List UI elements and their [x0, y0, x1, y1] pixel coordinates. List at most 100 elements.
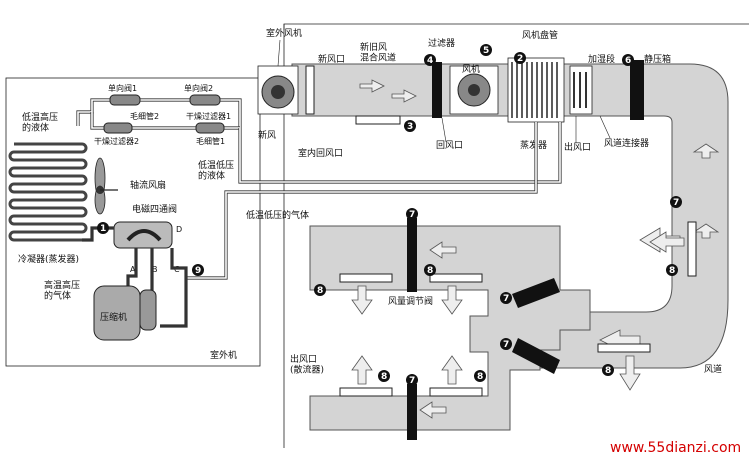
humidifier-section — [569, 65, 593, 115]
label-port-b: B — [152, 265, 158, 274]
marker-3: 3 — [404, 120, 416, 132]
label-fresh-air: 新风 — [258, 129, 276, 141]
label-mixing-duct: 新旧风混合风道 — [360, 41, 396, 63]
label-evaporator: 蒸发器 — [520, 139, 547, 151]
marker-2: 2 — [514, 52, 526, 64]
duct-outlet-grille-right — [687, 221, 697, 277]
damper-branch-lower — [512, 338, 560, 374]
marker-8-d-label: 8 — [477, 372, 483, 382]
marker-8-e: 8 — [602, 364, 614, 376]
marker-8-c-label: 8 — [381, 372, 387, 382]
label-axial-fan: 轴流风扇 — [130, 179, 166, 191]
pipe-second-inner — [91, 112, 240, 129]
marker-8-right-label: 8 — [669, 266, 675, 276]
fresh-air-inlet-grille — [305, 65, 315, 115]
label-humidifier: 加湿段 — [588, 53, 615, 65]
leader-outdoor-fan — [277, 39, 281, 67]
marker-5: 5 — [480, 44, 492, 56]
label-static-box: 静压箱 — [644, 53, 671, 65]
label-diffuser: 出风口(散流器) — [290, 353, 324, 375]
marker-8-b: 8 — [424, 264, 436, 276]
label-dry-filter-1: 干燥过滤器1 — [186, 111, 231, 121]
branch-outlet-grille-1 — [339, 273, 393, 283]
label-fresh-air-inlet: 新风口 — [318, 53, 345, 65]
marker-8-c: 8 — [378, 370, 390, 382]
label-solenoid-valve: 电磁四通阀 — [132, 203, 177, 215]
label-condenser: 冷凝器(蒸发器) — [18, 253, 79, 265]
marker-8-d: 8 — [474, 370, 486, 382]
pipe-liquid-line — [238, 122, 562, 184]
solenoid-four-way-valve — [113, 221, 173, 249]
label-hthp-gas: 高温高压的气体 — [44, 279, 80, 301]
damper-branch-bottom — [407, 384, 417, 440]
condenser-coil — [8, 142, 88, 242]
marker-4-label: 4 — [427, 56, 433, 66]
check-valve-1 — [109, 94, 141, 106]
pipe-liquid-line-inner — [239, 122, 561, 183]
branch-outlet-grille-3 — [339, 387, 393, 397]
indoor-frame-top — [283, 23, 749, 30]
filter-block — [432, 62, 442, 118]
label-lthp-liquid: 低温高压的液体 — [22, 111, 58, 133]
label-check-valve-1: 单向阀1 — [108, 83, 137, 93]
label-outdoor-fan: 室外风机 — [266, 27, 302, 39]
label-dry-filter-2: 干燥过滤器2 — [94, 136, 139, 146]
airflow-arrows — [359, 79, 720, 419]
dry-filter-1 — [195, 122, 225, 134]
marker-7-upper-label: 7 — [503, 294, 509, 304]
branch-outlet-grille-4 — [429, 387, 483, 397]
marker-8-a-label: 8 — [317, 286, 323, 296]
marker-5-label: 5 — [483, 46, 489, 56]
marker-7-right: 7 — [670, 196, 682, 208]
label-filter: 过滤器 — [428, 37, 455, 49]
damper-branch-upper — [512, 278, 560, 308]
check-valve-2 — [189, 94, 221, 106]
marker-7-bottom-label: 7 — [409, 376, 415, 386]
marker-2-label: 2 — [517, 54, 523, 64]
outdoor-fan-hub-icon — [271, 85, 285, 99]
main-air-duct — [519, 63, 729, 369]
label-air-duct: 风道 — [704, 363, 722, 375]
marker-7-top: 7 — [406, 208, 418, 220]
label-port-a: A — [130, 265, 136, 274]
pipe-top-inner — [77, 99, 241, 128]
pipe-valve-c — [170, 248, 188, 278]
label-check-valve-2: 单向阀2 — [184, 83, 213, 93]
marker-7-lower: 7 — [500, 338, 512, 350]
marker-1: 1 — [97, 222, 109, 234]
leader-duct-connector — [599, 115, 611, 139]
label-cap-tube-2: 毛细管2 — [130, 111, 159, 121]
marker-7-upper: 7 — [500, 292, 512, 304]
marker-4: 4 — [424, 54, 436, 66]
label-port-d: D — [176, 225, 182, 234]
marker-6-label: 6 — [625, 56, 631, 66]
label-outlet-port: 出风口 — [564, 141, 591, 153]
label-damper: 风量调节阀 — [388, 296, 433, 307]
label-outdoor-unit: 室外机 — [210, 349, 237, 361]
dry-filter-2 — [103, 122, 133, 134]
leader-return-port — [441, 117, 447, 143]
label-duct-connector: 风道连接器 — [604, 137, 649, 149]
fan-coil-evaporator — [507, 57, 565, 123]
watermark: www.55dianzi.com — [610, 440, 741, 456]
pipe-gas-line-inner — [186, 122, 537, 279]
label-fan: 风机 — [462, 63, 480, 75]
marker-1-label: 1 — [100, 224, 106, 234]
marker-8-b-label: 8 — [427, 266, 433, 276]
marker-7-top-label: 7 — [409, 210, 415, 220]
indoor-return-grille — [355, 115, 401, 125]
label-fan-coil: 风机盘管 — [522, 29, 558, 41]
marker-7-right-label: 7 — [673, 198, 679, 208]
duct-outlet-grille-bottom — [597, 343, 651, 353]
label-cap-tube-1: 毛细管1 — [196, 136, 225, 146]
indoor-fan-hub-icon — [468, 84, 480, 96]
marker-8-a: 8 — [314, 284, 326, 296]
static-pressure-box — [630, 60, 644, 120]
marker-6: 6 — [622, 54, 634, 66]
marker-9-label: 9 — [195, 266, 201, 276]
label-ltlp-gas: 低温低压的气体 — [246, 209, 309, 221]
pipe-suction — [160, 278, 188, 328]
marker-7-lower-label: 7 — [503, 340, 509, 350]
label-ltlp-liquid: 低温低压的液体 — [198, 159, 234, 181]
